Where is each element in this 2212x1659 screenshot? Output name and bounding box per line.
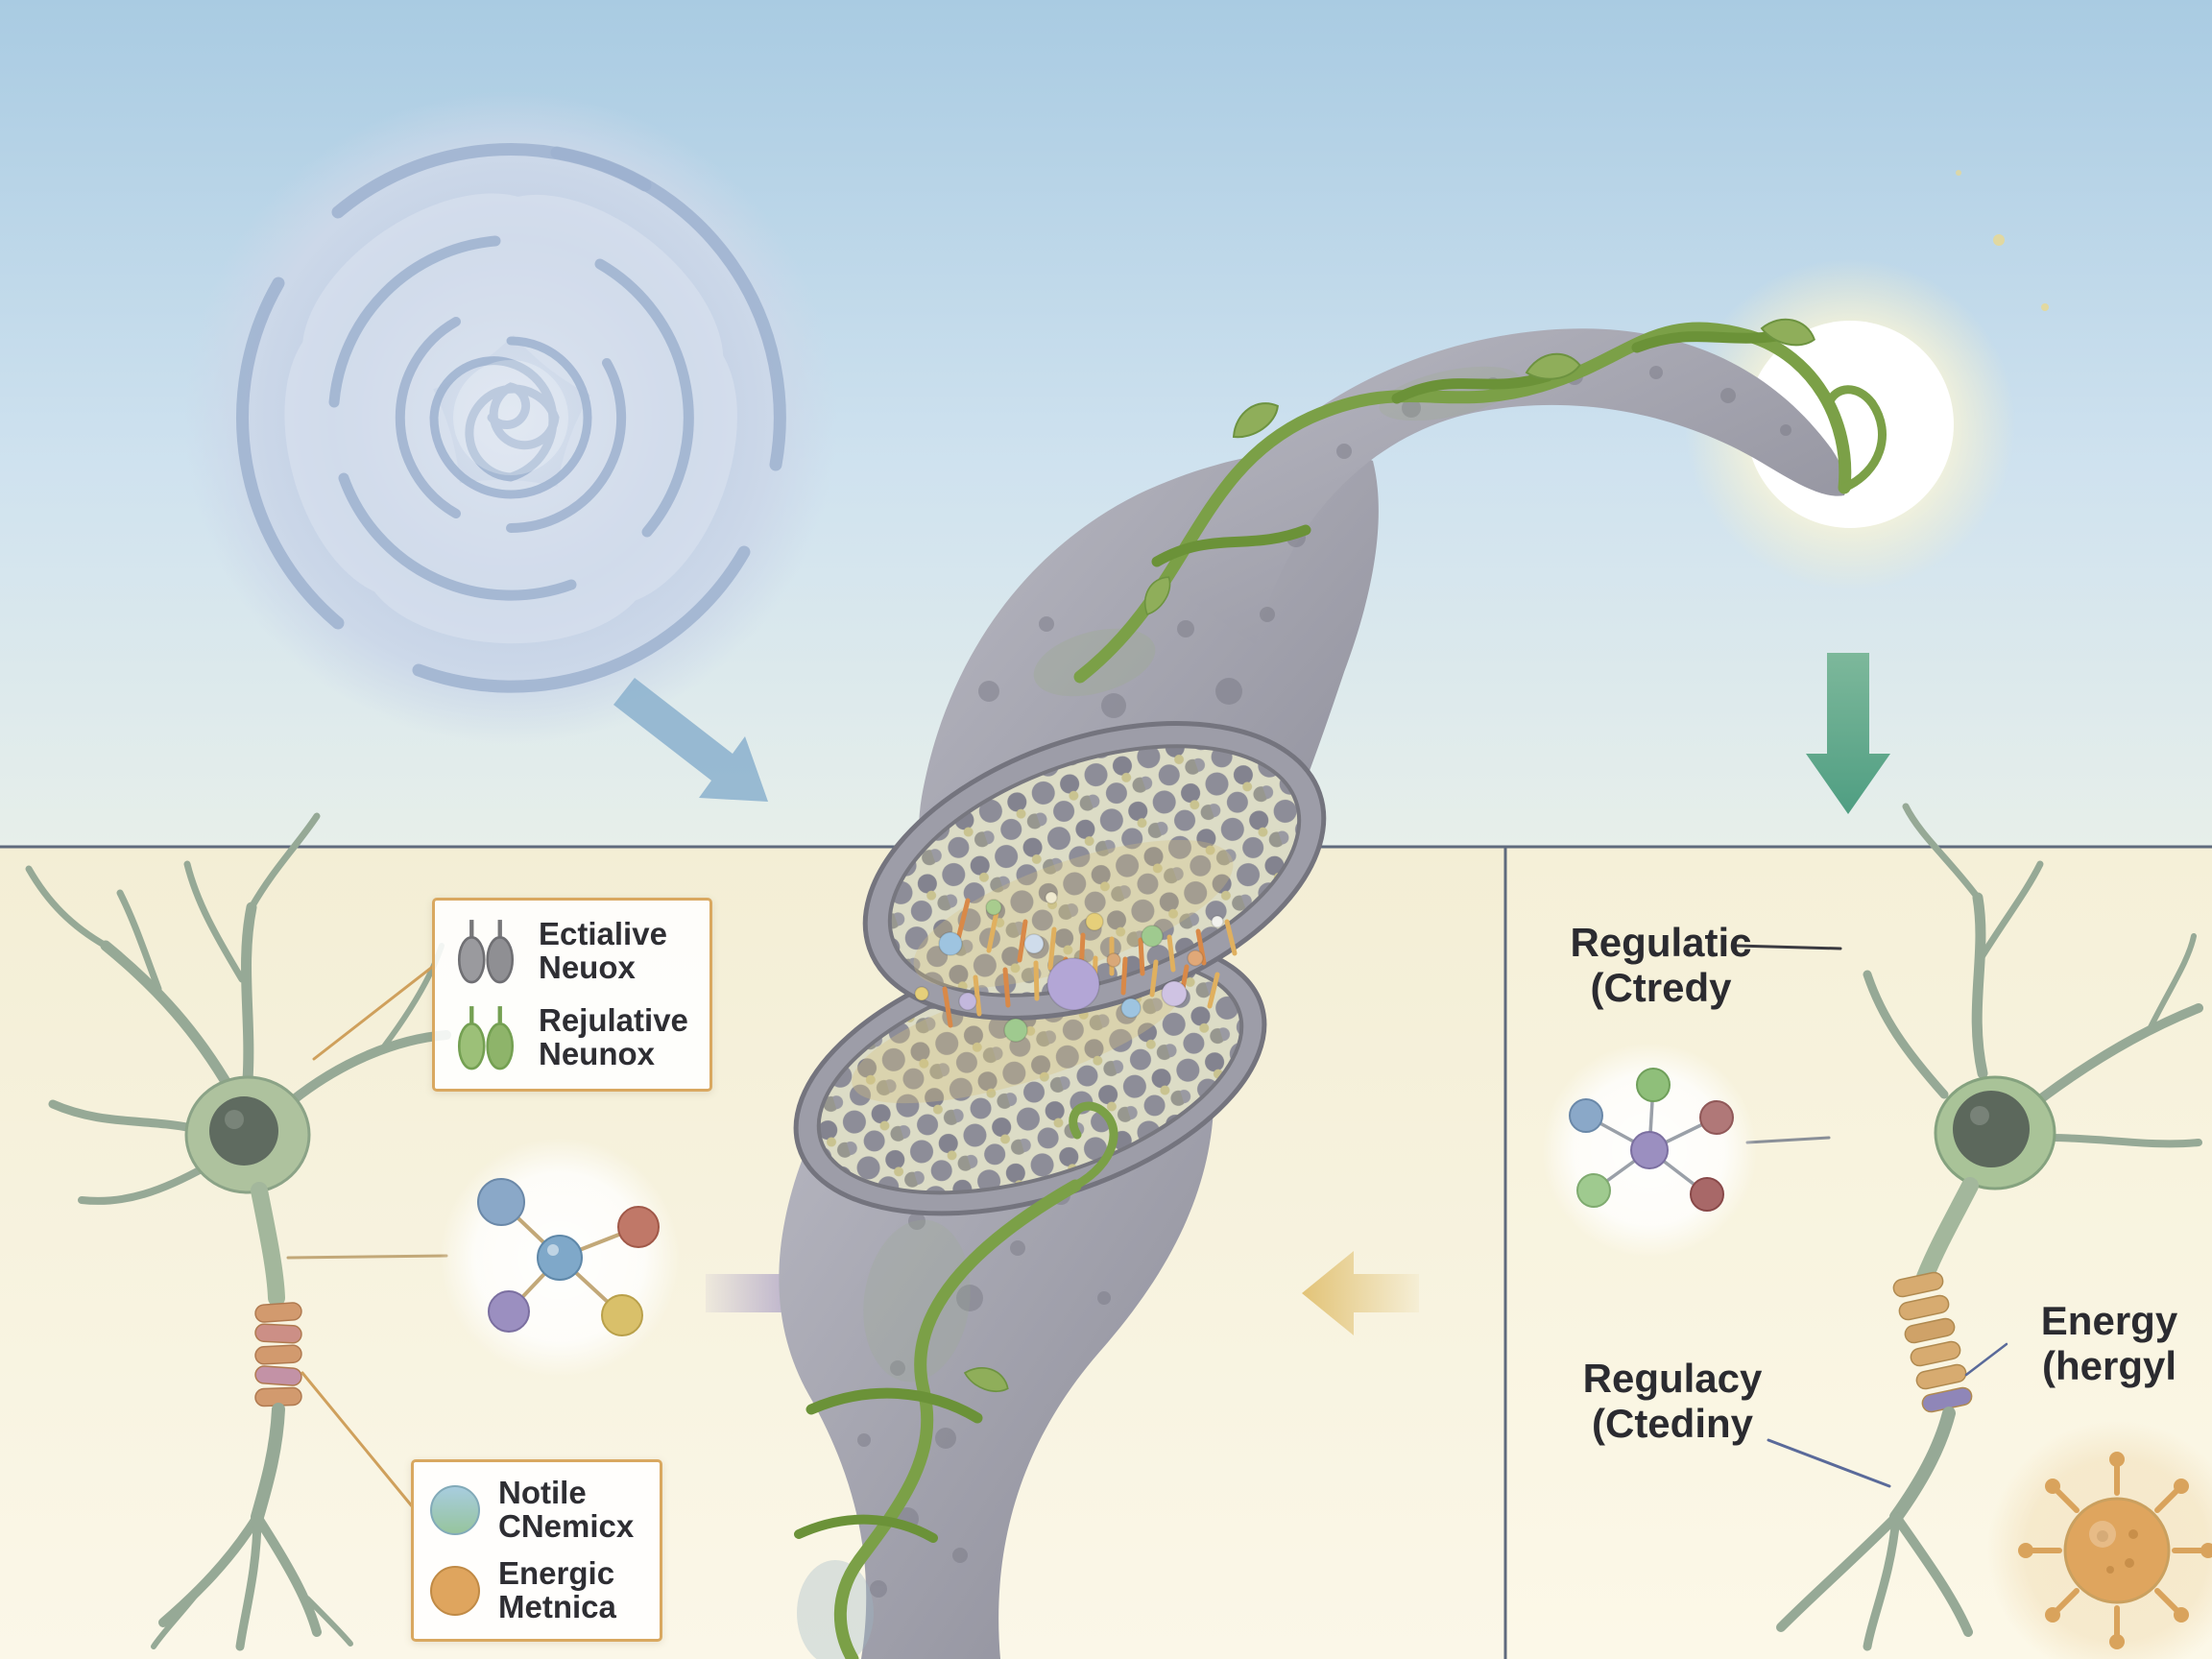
legend-neuron-types: Ectialive Neuox Rejulative Neunox bbox=[432, 898, 712, 1092]
legend-row-energy: Energic Metnica bbox=[427, 1557, 646, 1623]
panel-left bbox=[0, 847, 1505, 1659]
neuron-left-icon bbox=[25, 812, 451, 1651]
down-arrow-blue-icon bbox=[613, 678, 768, 802]
molecule-right-icon bbox=[1542, 1043, 1757, 1258]
gray-neuron-pair-icon bbox=[457, 920, 515, 984]
legend-row-chemical: Notile CNemicx bbox=[427, 1477, 646, 1543]
label-line: Regulatic bbox=[1570, 920, 1752, 965]
label-line: Energy bbox=[2040, 1298, 2178, 1343]
legend-label: CNemicx bbox=[498, 1508, 635, 1544]
legend-row-excitatory: Ectialive Neuox bbox=[448, 916, 696, 987]
label-line: (Ctredy bbox=[1590, 965, 1732, 1011]
legend-label: Metnica bbox=[498, 1589, 616, 1624]
legend-label: Neunox bbox=[539, 1036, 656, 1071]
myelin-left bbox=[254, 1302, 302, 1407]
legend-label: Energic bbox=[498, 1555, 615, 1592]
connector-lines bbox=[286, 944, 2008, 1509]
label-regulatic: Regulatic (Ctredy bbox=[1565, 920, 1757, 1010]
legend-label: Neuox bbox=[539, 950, 636, 985]
synapse-icon bbox=[779, 318, 1887, 1659]
legend-label: Notile bbox=[498, 1475, 587, 1511]
down-arrow-teal-icon bbox=[1806, 653, 1890, 814]
blue-chemical-dot-icon bbox=[430, 1485, 480, 1535]
rose-icon bbox=[184, 91, 837, 744]
label-line: (hergyl bbox=[2041, 1343, 2177, 1389]
legend-row-regulative: Rejulative Neunox bbox=[448, 1002, 696, 1073]
neuron-right-icon bbox=[1776, 803, 2203, 1651]
left-arrow-yellow-icon bbox=[1302, 1251, 1419, 1335]
label-line: Regulacy bbox=[1582, 1356, 1763, 1401]
legend-label: Rejulative bbox=[539, 1002, 688, 1039]
legend-chemicals: Notile CNemicx Energic Metnica bbox=[411, 1459, 662, 1642]
myelin-right bbox=[1892, 1271, 1973, 1413]
vine-icon bbox=[794, 322, 1887, 1659]
green-neuron-pair-icon bbox=[457, 1006, 515, 1070]
molecule-left-icon bbox=[440, 1138, 680, 1378]
neurotransmitter-dots bbox=[914, 891, 1224, 1043]
legend-label: Ectialive bbox=[539, 916, 667, 952]
label-line: (Ctediny bbox=[1592, 1401, 1753, 1447]
energy-sun-molecule-icon bbox=[1987, 1421, 2212, 1659]
vine-leaves bbox=[963, 318, 1815, 1393]
orange-energy-dot-icon bbox=[430, 1566, 480, 1616]
label-regulacy: Regulacy (Ctediny bbox=[1576, 1356, 1768, 1446]
label-energy: Energy (hergyl bbox=[2007, 1298, 2212, 1388]
